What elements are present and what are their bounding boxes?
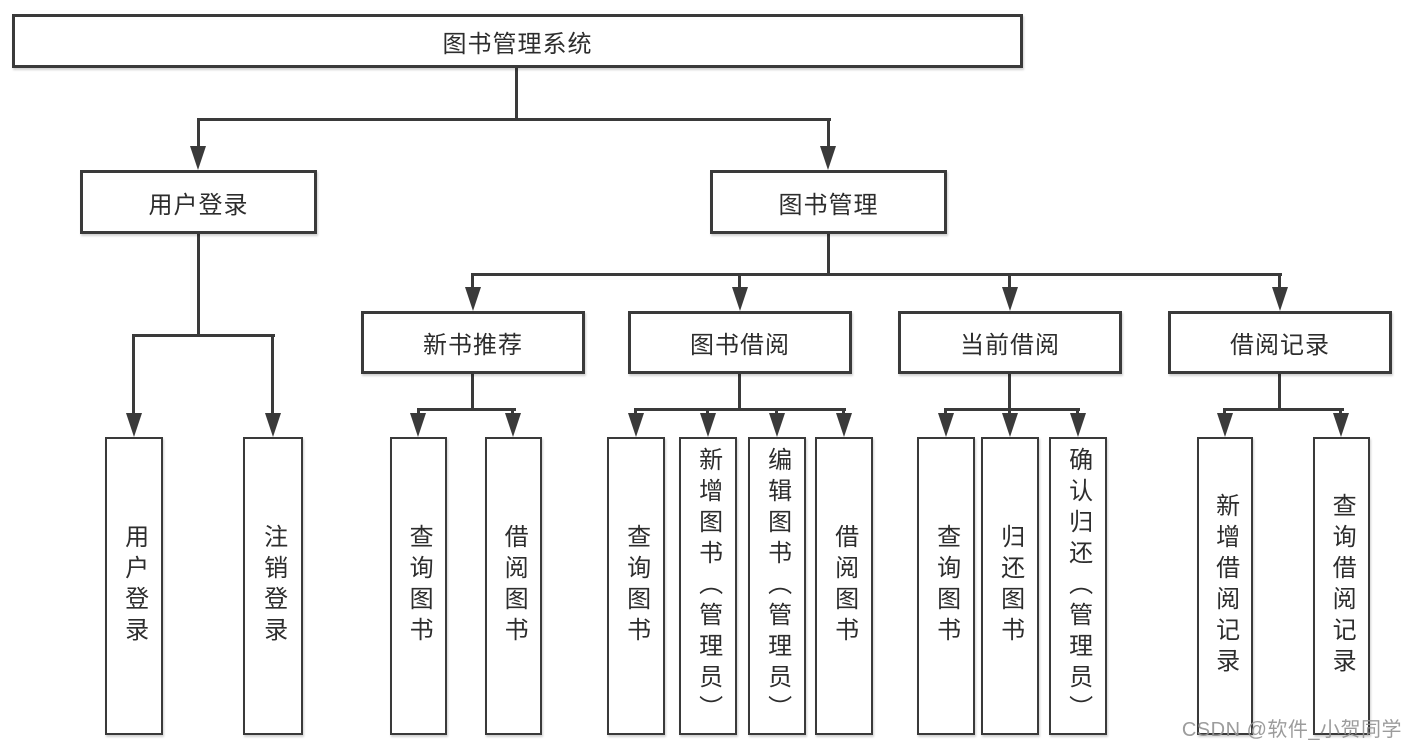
node-book-management: 图书管理 [710,170,947,234]
connector-line [738,273,741,289]
node-new-book-recommend: 新书推荐 [361,311,585,374]
leaf-query-books-recommend: 查询图书 [390,437,447,735]
connector-line [775,408,778,416]
leaf-label: 归还图书 [996,524,1024,648]
leaf-borrow-books: 借阅图书 [815,437,873,735]
arrow-down-icon [410,413,426,437]
arrow-down-icon [1070,413,1086,437]
leaf-label: 借阅图书 [830,524,858,648]
connector-line [197,118,831,121]
leaf-borrow-books-recommend: 借阅图书 [485,437,542,735]
connector-line [515,68,518,118]
leaf-label: 查询图书 [405,524,433,648]
connector-line [417,408,516,411]
leaf-add-borrow-record: 新增借阅记录 [1197,437,1253,735]
connector-line [1076,408,1079,416]
connector-line [471,273,474,289]
connector-line [842,408,845,416]
leaf-logout: 注销登录 [243,437,303,735]
node-book-management-label: 图书管理 [778,191,879,219]
connector-line [197,118,200,148]
connector-line [1339,408,1342,416]
connector-line [827,118,830,148]
connector-line [827,234,830,273]
leaf-label: 用户登录 [120,524,148,648]
connector-line [1278,273,1281,289]
connector-line [1008,374,1011,408]
arrow-down-icon [465,287,481,311]
leaf-add-books-admin: 新增图书（管理员） [679,437,737,735]
connector-line [271,334,274,414]
arrow-down-icon [1002,287,1018,311]
connector-line [1278,374,1281,408]
node-new-book-recommend-label: 新书推荐 [423,332,523,359]
node-root-label: 图书管理系统 [442,30,593,58]
arrow-down-icon [700,413,716,437]
node-book-borrow-label: 图书借阅 [690,332,790,359]
connector-line [132,334,135,414]
arrow-down-icon [265,413,281,437]
arrow-down-icon [1272,287,1288,311]
connector-line [471,273,1282,276]
leaf-query-books-borrow: 查询图书 [607,437,665,735]
connector-line [1223,408,1226,416]
arrow-down-icon [820,146,836,170]
connector-line [738,374,741,408]
leaf-confirm-return-admin: 确认归还（管理员） [1049,437,1107,735]
leaf-label: 新增借阅记录 [1211,493,1239,679]
arrow-down-icon [190,146,206,170]
connector-line [132,334,275,337]
leaf-query-books-current: 查询图书 [917,437,975,735]
node-current-borrow: 当前借阅 [898,311,1122,374]
arrow-down-icon [1333,413,1349,437]
arrow-down-icon [769,413,785,437]
connector-line [417,408,420,416]
leaf-return-books: 归还图书 [981,437,1039,735]
connector-line [634,408,846,411]
arrow-down-icon [628,413,644,437]
arrow-down-icon [126,413,142,437]
connector-line [944,408,1080,411]
connector-line [1008,408,1011,416]
connector-line [1223,408,1344,411]
leaf-label: 查询图书 [622,524,650,648]
node-book-borrow: 图书借阅 [628,311,852,374]
connector-line [1008,273,1011,289]
leaf-label: 编辑图书（管理员） [763,446,791,726]
watermark: CSDN @软件_小贺同学 [1181,719,1402,741]
arrow-down-icon [836,413,852,437]
connector-line [706,408,709,416]
arrow-down-icon [938,413,954,437]
arrow-down-icon [1002,413,1018,437]
leaf-label: 新增图书（管理员） [694,446,722,726]
leaf-user-login: 用户登录 [105,437,163,735]
node-current-borrow-label: 当前借阅 [960,332,1060,359]
leaf-query-borrow-record: 查询借阅记录 [1313,437,1370,735]
leaf-edit-books-admin: 编辑图书（管理员） [748,437,806,735]
connector-line [471,374,474,408]
connector-line [634,408,637,416]
connector-line [511,408,514,416]
arrow-down-icon [732,287,748,311]
node-root: 图书管理系统 [12,14,1023,68]
arrow-down-icon [505,413,521,437]
leaf-label: 注销登录 [259,524,287,648]
leaf-label: 查询图书 [932,524,960,648]
leaf-label: 查询借阅记录 [1328,493,1356,679]
leaf-label: 借阅图书 [500,524,528,648]
node-borrow-records-label: 借阅记录 [1230,332,1330,359]
node-user-login-label: 用户登录 [148,191,249,219]
node-user-login: 用户登录 [80,170,317,234]
node-borrow-records: 借阅记录 [1168,311,1392,374]
leaf-label: 确认归还（管理员） [1064,446,1092,726]
connector-line [944,408,947,416]
connector-line [197,234,200,334]
arrow-down-icon [1217,413,1233,437]
